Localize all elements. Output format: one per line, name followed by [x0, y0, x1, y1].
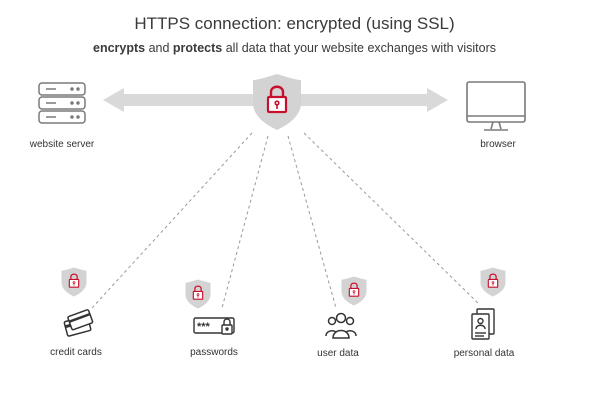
connector-personal-data — [303, 132, 481, 306]
title: HTTPS connection: encrypted (using SSL) — [134, 14, 455, 33]
user-data-label: user data — [317, 348, 359, 359]
connector-credit-cards — [91, 132, 253, 309]
id-document-icon — [471, 308, 495, 340]
monitor-icon — [466, 81, 526, 131]
users-icon — [325, 312, 357, 339]
password-field-icon: *** — [193, 317, 235, 335]
server-label: website server — [29, 139, 95, 150]
shield-lock-icon-user-data — [340, 275, 368, 307]
passwords-label: passwords — [190, 347, 238, 358]
subtitle-protects: protects — [172, 41, 223, 55]
svg-text:***: *** — [197, 321, 211, 333]
personal-data-label: personal data — [453, 348, 515, 359]
credit-cards-icon — [63, 309, 94, 337]
subtitle: encrypts and protects all data that your… — [0, 41, 589, 55]
server-icon — [38, 82, 86, 124]
central-shield-lock-icon — [251, 72, 303, 132]
subtitle-rest: all data that your website exchanges wit… — [222, 41, 496, 55]
shield-lock-icon-personal-data — [479, 266, 507, 298]
shield-lock-icon-passwords — [184, 278, 212, 310]
shield-lock-icon-credit-cards — [60, 266, 88, 298]
credit-cards-label: credit cards — [50, 347, 102, 358]
subtitle-and: and — [145, 41, 173, 55]
subtitle-encrypts: encrypts — [93, 41, 146, 55]
browser-label: browser — [480, 139, 516, 150]
connector-passwords — [221, 135, 269, 309]
dashed-connectors — [91, 132, 481, 309]
connector-user-data — [287, 135, 337, 309]
